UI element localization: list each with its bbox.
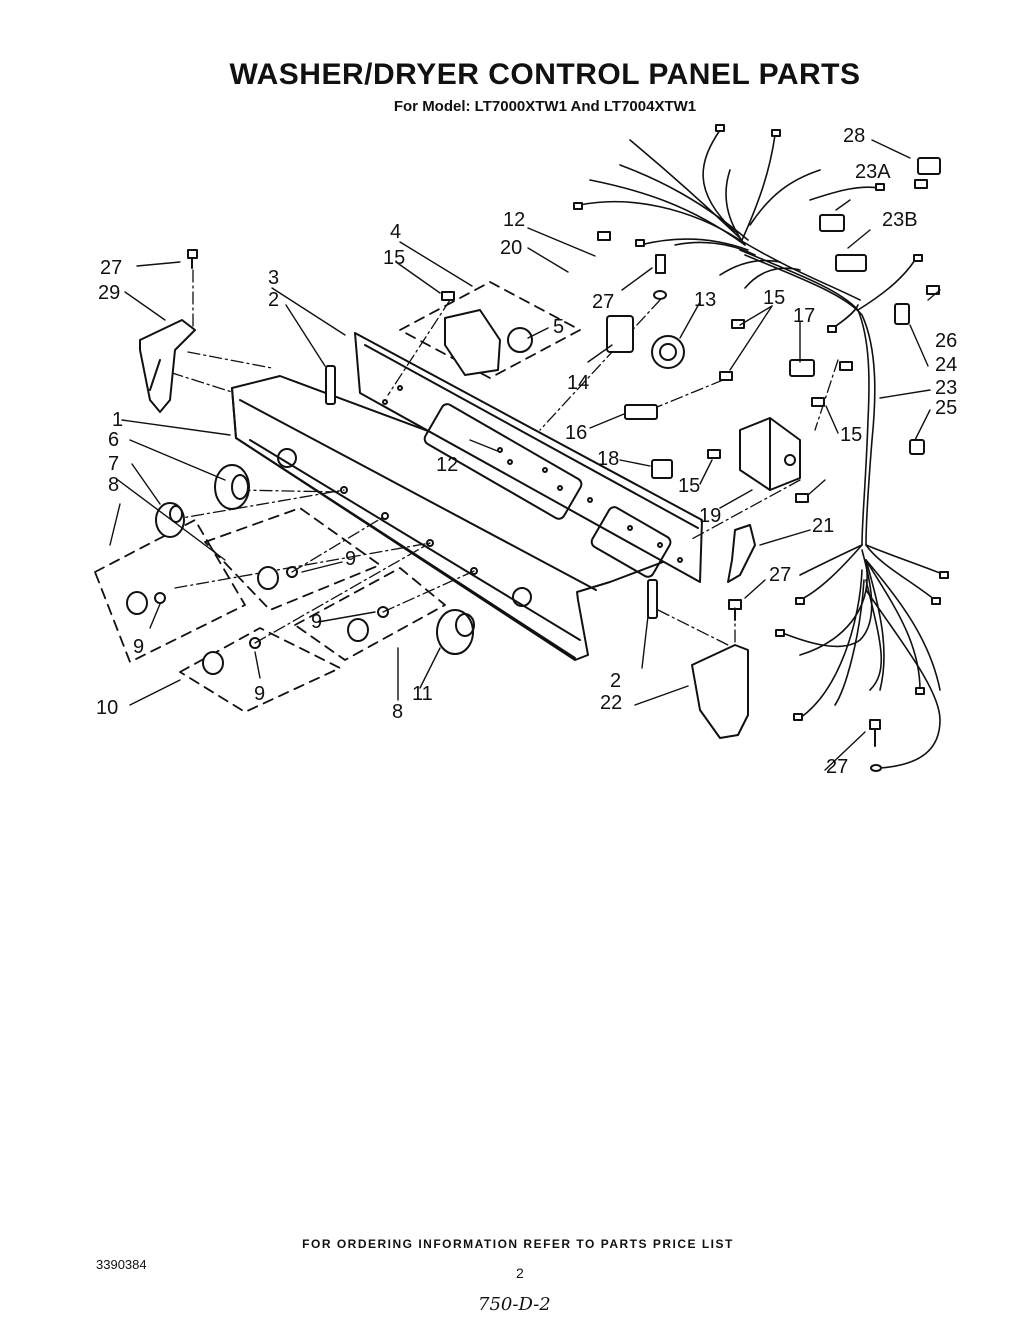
callout-2-top: 2 [268, 289, 280, 311]
callout-16: 16 [565, 422, 588, 444]
knob-7 [155, 502, 185, 538]
callout-7: 7 [108, 453, 120, 475]
callout-22: 22 [600, 692, 623, 714]
callout-21: 21 [812, 515, 835, 537]
end-bracket [139, 319, 196, 413]
screw-27-bottom [869, 719, 881, 747]
end-cap-22 [691, 644, 749, 739]
model-subtitle: For Model: LT7000XTW1 And LT7004XTW1 [393, 98, 697, 115]
callout-15-right: 15 [763, 287, 786, 309]
callout-27-mid: 27 [592, 291, 615, 313]
screw-27-top [655, 254, 666, 274]
component-16 [624, 404, 658, 420]
callout-3: 3 [268, 267, 280, 289]
callout-arrows [109, 139, 941, 771]
connector-23b [835, 254, 867, 272]
connector-24 [894, 303, 910, 325]
callout-17: 17 [793, 305, 816, 327]
callout-9-d: 9 [254, 683, 266, 705]
callout-15-low: 15 [678, 475, 701, 497]
document-number: 3390384 [96, 1257, 147, 1272]
callout-9-b: 9 [133, 636, 145, 658]
component-13 [651, 335, 685, 369]
screw-15-group [441, 179, 940, 503]
callout-9-c: 9 [311, 611, 323, 633]
callout-14: 14 [567, 372, 590, 394]
washer-27-top [653, 290, 667, 300]
callout-29: 29 [98, 282, 121, 304]
control-panel-front [231, 375, 701, 661]
callout-20: 20 [500, 237, 523, 259]
callout-10: 10 [96, 697, 119, 719]
callout-8-bottom: 8 [392, 701, 404, 723]
callout-4: 4 [390, 221, 402, 243]
component-17 [789, 359, 815, 377]
callout-2-bottom: 2 [610, 670, 622, 692]
callout-12-mid: 12 [436, 454, 459, 476]
dashed-group-boxes [94, 281, 581, 713]
screw-27-lower [728, 599, 742, 621]
callout-11: 11 [412, 683, 433, 705]
callout-9-a: 9 [345, 548, 357, 570]
callout-23a: 23A [855, 161, 891, 183]
callout-28: 28 [843, 125, 866, 147]
timer-19 [739, 417, 801, 491]
part-21 [727, 524, 756, 583]
control-panel-back [354, 332, 703, 583]
callout-8-top: 8 [108, 474, 120, 496]
switch-bracket [444, 309, 533, 376]
callout-25: 25 [935, 397, 958, 419]
callout-27-bottom: 27 [826, 756, 849, 778]
callout-12-top: 12 [503, 209, 526, 231]
handwritten-code: 750-D-2 [478, 1294, 551, 1315]
connector-25 [909, 439, 925, 455]
callout-13: 13 [694, 289, 717, 311]
pin-left [325, 365, 336, 405]
knob-11 [436, 609, 475, 655]
small-knobs [126, 566, 389, 675]
callout-24: 24 [935, 354, 958, 376]
callout-5: 5 [553, 316, 565, 338]
callout-23: 23 [935, 377, 958, 399]
callout-23b: 23B [882, 209, 918, 231]
callout-18: 18 [597, 448, 620, 470]
harness-terminals [573, 124, 949, 772]
callout-1: 1 [112, 409, 124, 431]
callout-6: 6 [108, 429, 120, 451]
dial-6 [214, 464, 250, 510]
callout-19: 19 [699, 505, 722, 527]
ordering-note: FOR ORDERING INFORMATION REFER TO PARTS … [302, 1237, 734, 1251]
pin-right [647, 579, 658, 619]
wiring-harness [579, 129, 946, 769]
callout-15-mid: 15 [840, 424, 863, 446]
callout-15-top: 15 [383, 247, 406, 269]
connector-23a [819, 214, 845, 232]
component-14 [606, 315, 634, 353]
diagram-title: WASHER/DRYER CONTROL PANEL PARTS [229, 58, 861, 91]
page-number: 2 [516, 1265, 524, 1281]
callout-27-top: 27 [100, 257, 123, 279]
callout-27-right: 27 [769, 564, 792, 586]
top-screw [187, 249, 198, 269]
callout-26: 26 [935, 330, 958, 352]
component-18 [651, 459, 673, 479]
connector-28 [917, 157, 941, 175]
